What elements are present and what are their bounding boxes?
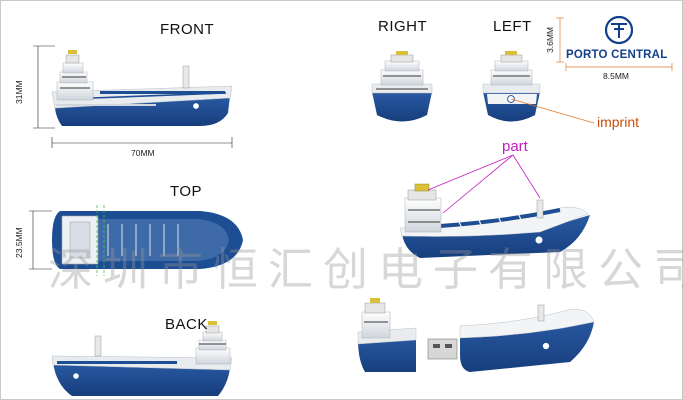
part-annotation: part [502, 138, 528, 155]
ship-3d-view [399, 183, 590, 258]
ship-right-view [371, 51, 433, 122]
porto-central-logo-mark [604, 15, 634, 45]
top-dimension-lines [29, 210, 52, 270]
dimension-logo-width: 8.5MM [603, 71, 629, 81]
front-dimension-lines [33, 45, 233, 148]
ship-front-view [51, 50, 233, 126]
back-view-title: BACK [165, 316, 208, 333]
ship-back-view [51, 321, 233, 396]
top-view-title: TOP [170, 183, 203, 200]
ship-usb-open-view [357, 298, 595, 372]
logo-brand-text: PORTO CENTRAL [566, 49, 668, 61]
dimension-height-front: 31MM [14, 80, 24, 104]
ship-top-view [52, 205, 243, 276]
ship-left-view [482, 51, 541, 122]
part-leader-lines [427, 154, 541, 214]
dimension-logo-height: 3.6MM [545, 27, 555, 53]
imprint-leader-line [510, 98, 595, 124]
left-view-title: LEFT [493, 18, 532, 35]
company-watermark: 深圳市恒汇创电子有限公司 [48, 243, 683, 296]
imprint-annotation: imprint [597, 114, 640, 130]
dimension-length: 70MM [131, 148, 155, 158]
logo-dimension-lines [556, 17, 673, 71]
front-view-title: FRONT [160, 21, 215, 38]
dimension-width-top: 23.5MM [14, 227, 24, 258]
right-view-title: RIGHT [378, 18, 428, 35]
